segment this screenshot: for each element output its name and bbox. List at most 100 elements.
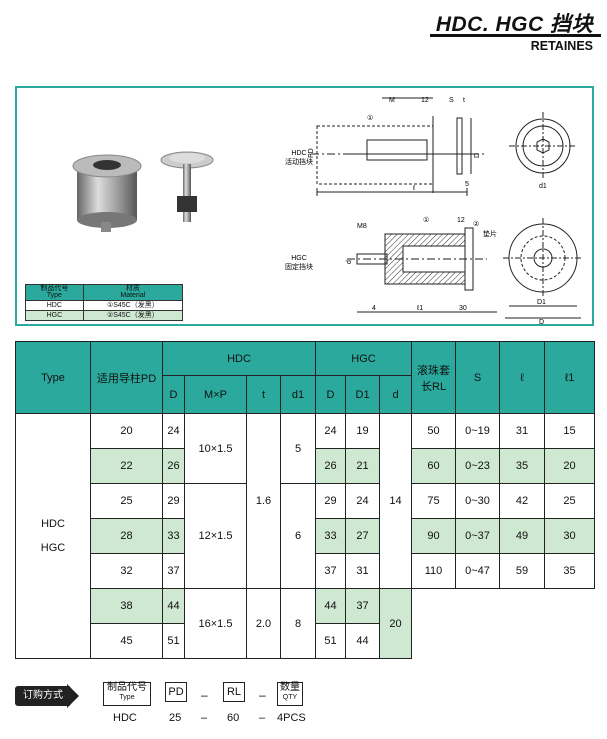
t-cell: 1.6 bbox=[246, 413, 281, 589]
hdc-d-cell: 33 bbox=[162, 518, 185, 554]
washer-label: 垫片 bbox=[483, 229, 497, 238]
d1-cell: 6 bbox=[279, 483, 317, 589]
order-box-rl: RL bbox=[223, 682, 245, 702]
hgc-d-cell: 29 bbox=[315, 483, 347, 519]
dim-t: t bbox=[463, 97, 465, 104]
order-badge: 订购方式 bbox=[15, 686, 71, 706]
hdc-drawing-label-2: 活动挡块 bbox=[285, 157, 313, 166]
th-rl: 滚珠套长RL bbox=[411, 341, 457, 414]
order-example-rl: 60 bbox=[227, 712, 240, 724]
dim-hgc-12: 12 bbox=[457, 217, 465, 224]
table-row: 22 26 26 21 60 0~23 35 20 bbox=[16, 448, 596, 484]
s-cell: 0~23 bbox=[455, 448, 501, 484]
th-pd: 适用导柱PD bbox=[90, 341, 163, 414]
l-cell: 59 bbox=[499, 553, 546, 589]
page-subtitle: RETAINES bbox=[530, 39, 593, 53]
dim-s: S bbox=[449, 97, 454, 104]
th-hgc-dd: d bbox=[379, 375, 413, 414]
d1-cell: 8 bbox=[279, 588, 317, 659]
hdc-d-cell: 51 bbox=[162, 623, 185, 659]
th-mxp: M×P bbox=[184, 375, 247, 414]
l-cell: 35 bbox=[499, 448, 546, 484]
hgc-end-view bbox=[503, 218, 583, 319]
title-underline bbox=[430, 34, 601, 37]
hgc-d1-cell: 44 bbox=[345, 623, 381, 659]
mxp-cell: 12×1.5 bbox=[184, 483, 247, 589]
callout-1-hdc: ① bbox=[367, 114, 373, 122]
empty-cell bbox=[411, 588, 595, 659]
technical-drawing: HDC 活动挡块 M 12 S t PD D ℓ 5 ① d1 HGC 固定挡 bbox=[72, 97, 583, 325]
hgc-d-cell: 44 bbox=[315, 588, 347, 624]
order-example-dash: – bbox=[201, 712, 208, 724]
l1-cell: 25 bbox=[544, 483, 596, 519]
dim-hgc-d: d bbox=[346, 260, 353, 264]
t-cell: 2.0 bbox=[246, 588, 281, 659]
pd-cell: 38 bbox=[90, 588, 163, 624]
callout-2-hgc: ② bbox=[473, 221, 479, 228]
hdc-d-cell: 44 bbox=[162, 588, 185, 624]
page-title: HDC. HGC 挡块 bbox=[435, 13, 593, 36]
s-cell: 0~37 bbox=[455, 518, 501, 554]
th-hdc: HDC bbox=[161, 341, 317, 376]
l1-cell: 30 bbox=[544, 518, 596, 554]
pd-cell: 22 bbox=[90, 448, 163, 484]
pd-cell: 32 bbox=[90, 553, 163, 589]
table-row: 45 51 51 44 bbox=[16, 623, 595, 659]
order-dash: – bbox=[201, 688, 208, 702]
dim-d-hgc: D bbox=[539, 319, 544, 325]
th-l: ℓ bbox=[499, 341, 546, 414]
arrow-right-icon bbox=[67, 684, 79, 708]
th-hgc: HGC bbox=[315, 341, 413, 376]
pd-cell: 28 bbox=[90, 518, 163, 554]
dim-12: 12 bbox=[421, 97, 429, 104]
order-dash: – bbox=[259, 688, 266, 702]
th-hdc-d: D bbox=[162, 375, 185, 414]
dim-30: 30 bbox=[459, 305, 467, 312]
hdc-d-cell: 29 bbox=[162, 483, 185, 519]
order-example-type: HDC bbox=[113, 712, 137, 724]
pd-cell: 45 bbox=[90, 623, 163, 659]
hgc-d-cell: 33 bbox=[315, 518, 347, 554]
rl-cell: 60 bbox=[411, 448, 457, 484]
l1-cell: 20 bbox=[544, 448, 596, 484]
table-row: 38 44 16×1.5 2.0 8 44 37 20 bbox=[16, 588, 595, 659]
th-hgc-d1: D1 bbox=[345, 375, 381, 414]
hgc-d-cell: 37 bbox=[315, 553, 347, 589]
dim-d1-hgc: D1 bbox=[537, 299, 546, 306]
hgc-drawing-label-1: HGC bbox=[291, 255, 307, 262]
hgc-d1-cell: 19 bbox=[345, 413, 381, 449]
order-example-pd: 25 bbox=[169, 712, 182, 724]
figure-panel: HDC 活动挡块 M 12 S t PD D ℓ 5 ① d1 HGC 固定挡 bbox=[15, 86, 594, 326]
material-cell: HDC bbox=[25, 299, 84, 311]
hdc-drawing-label-1: HDC bbox=[291, 150, 306, 157]
hdc-section-drawing bbox=[311, 97, 487, 196]
hgc-d1-cell: 27 bbox=[345, 518, 381, 554]
s-cell: 0~19 bbox=[455, 413, 501, 449]
dim-4: 4 bbox=[372, 305, 376, 312]
order-example-qty: 4PCS bbox=[277, 712, 306, 724]
rl-cell: 75 bbox=[411, 483, 457, 519]
photo-hdc-block bbox=[160, 151, 214, 222]
hgc-drawing-label-2: 固定挡块 bbox=[285, 262, 313, 271]
mxp-cell: 16×1.5 bbox=[184, 588, 247, 659]
d1-cell: 5 bbox=[279, 413, 317, 484]
hgc-d-cell: 51 bbox=[315, 623, 347, 659]
dim-m8: M8 bbox=[357, 223, 367, 230]
dim-pd: PD bbox=[308, 148, 315, 158]
l1-cell: 35 bbox=[544, 553, 596, 589]
hdc-d-cell: 24 bbox=[162, 413, 185, 449]
l-cell: 49 bbox=[499, 518, 546, 554]
order-box-pd: PD bbox=[165, 682, 187, 702]
th-d1: d1 bbox=[279, 375, 317, 414]
material-cell: ②S45C（发黑） bbox=[82, 309, 184, 321]
hgc-d1-cell: 31 bbox=[345, 553, 381, 589]
table-row: 25 29 12×1.5 6 29 24 75 0~30 42 25 bbox=[16, 483, 596, 589]
hdc-d-cell: 37 bbox=[162, 553, 185, 589]
